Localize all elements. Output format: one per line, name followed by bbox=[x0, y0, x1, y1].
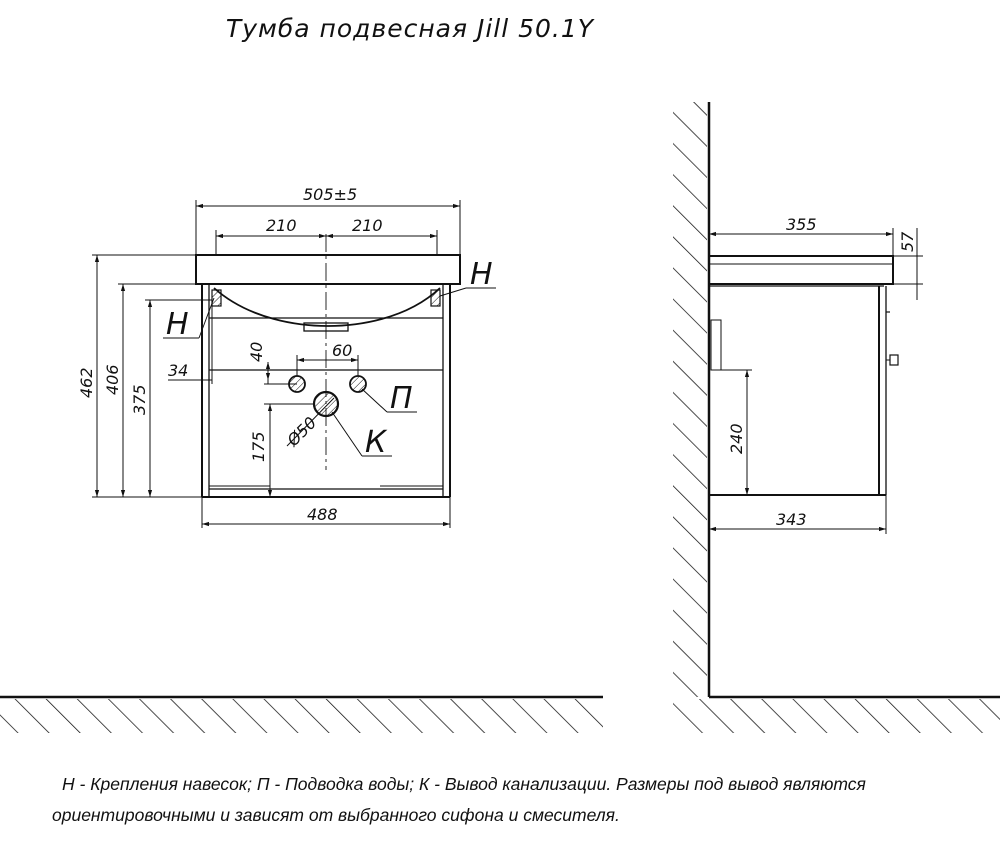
page-title: Тумба подвесная Jill 50.1Y bbox=[225, 14, 595, 43]
dim-inner-height: 240 bbox=[727, 423, 746, 454]
dim-overall-width: 505±5 bbox=[303, 185, 357, 204]
front-dimension-lines bbox=[92, 200, 496, 528]
dim-half-left: 210 bbox=[266, 216, 297, 235]
legend-line-1: Н - Крепления навесок; П - Подводка воды… bbox=[62, 774, 866, 794]
label-mount-left: Н bbox=[166, 307, 189, 342]
dim-body-depth: 343 bbox=[776, 510, 807, 529]
dim-height-total: 462 bbox=[77, 367, 96, 398]
label-mount-right: Н bbox=[470, 257, 493, 292]
side-dimension-lines bbox=[709, 228, 923, 534]
dim-top-depth: 355 bbox=[786, 215, 817, 234]
side-view bbox=[708, 255, 899, 496]
dim-water-spacing: 60 bbox=[332, 341, 352, 360]
dim-bottom-width: 488 bbox=[307, 505, 338, 524]
dim-height-inner: 375 bbox=[130, 384, 149, 415]
dim-half-right: 210 bbox=[352, 216, 383, 235]
water-supply-holes bbox=[288, 375, 367, 393]
dim-mount-offset: 34 bbox=[168, 361, 188, 380]
label-water: П bbox=[390, 381, 413, 416]
dim-drain-height: 175 bbox=[249, 431, 268, 462]
dim-water-height-offset: 40 bbox=[247, 342, 266, 362]
legend-line-2: ориентировочными и зависят от выбранного… bbox=[52, 805, 620, 825]
floor-hatch-left bbox=[0, 695, 603, 733]
drain-hole bbox=[312, 390, 340, 418]
label-drain: К bbox=[365, 425, 388, 460]
floor-hatch-right bbox=[673, 695, 1000, 733]
front-view bbox=[195, 234, 461, 498]
wall-hatch bbox=[673, 102, 711, 697]
dim-height-body: 406 bbox=[103, 364, 122, 395]
dim-top-thickness: 57 bbox=[898, 231, 917, 252]
